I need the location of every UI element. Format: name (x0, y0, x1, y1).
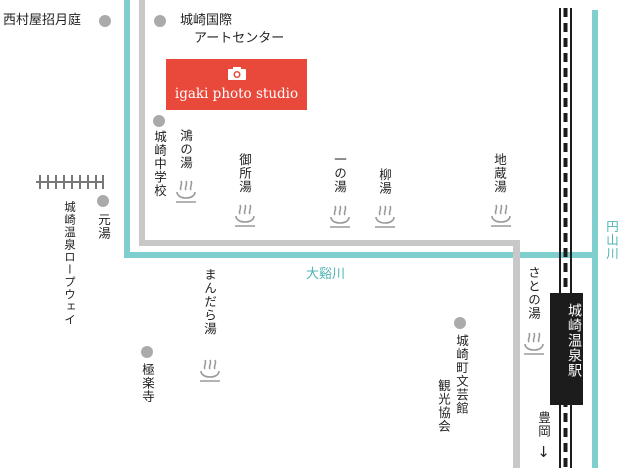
art-center-label-line1: 城崎国際 (180, 13, 233, 28)
road-east-vertical (513, 240, 520, 468)
okei-river (124, 252, 598, 258)
ropeway-line (36, 175, 104, 189)
poi-dot-motoyu (97, 195, 109, 207)
ropeway-label: 城崎温泉ロープウェイ (63, 201, 77, 326)
satonoyu-label: さとの湯 (526, 266, 541, 320)
art-center-label-line2: アートセンター (194, 31, 285, 46)
junior-high-label: 城崎中学校 (152, 130, 167, 198)
hot-spring-icon (375, 205, 395, 228)
poi-dot-bungeikan (454, 317, 466, 329)
poi-dot-nishimuraya (99, 15, 111, 27)
station-label: 城崎温泉駅 (566, 303, 582, 378)
hot-spring-icon (330, 205, 350, 228)
ichinoyu-label: 一の湯 (332, 153, 347, 194)
nishimuraya-label: 西村屋招月庭 (3, 13, 82, 28)
motoyu-label: 元湯 (96, 213, 111, 240)
mandarayu-label: まんだら湯 (202, 268, 217, 336)
camera-icon (228, 67, 246, 80)
kinosaki-onsen-station[interactable]: 城崎温泉駅 (550, 293, 583, 405)
goshoyu-label: 御所湯 (237, 153, 252, 194)
poi-dot-gokurakuji (141, 346, 153, 358)
studio-label: igaki photo studio (174, 86, 299, 102)
kanko-kyokai-label: 観光協会 (436, 379, 451, 433)
kounoyu-label: 鴻の湯 (178, 129, 193, 170)
hot-spring-icon (491, 204, 511, 227)
bungeikan-label: 城崎町文芸館 (454, 334, 469, 415)
river-west-channel (124, 0, 130, 258)
gokurakuji-label: 極楽寺 (140, 363, 155, 404)
hot-spring-icon (235, 204, 255, 227)
hot-spring-icon (200, 359, 220, 382)
poi-dot-art-center (154, 15, 166, 27)
maruyama-river-label: 円山川 (604, 220, 619, 261)
igaki-photo-studio-marker[interactable]: igaki photo studio (166, 59, 307, 110)
toyooka-arrow-icon: ↓ (537, 443, 550, 461)
hot-spring-icon (524, 332, 544, 355)
okei-river-label: 大谿川 (306, 267, 346, 282)
road-main-vertical (139, 0, 145, 246)
toyooka-label: 豊岡 (536, 411, 551, 438)
jizoyu-label: 地蔵湯 (492, 153, 507, 194)
road-main-horizontal (139, 240, 520, 246)
hot-spring-icon (176, 180, 196, 203)
maruyama-river (592, 10, 598, 468)
poi-dot-junior-high (153, 115, 165, 127)
yanagiyu-label: 柳湯 (377, 168, 392, 195)
